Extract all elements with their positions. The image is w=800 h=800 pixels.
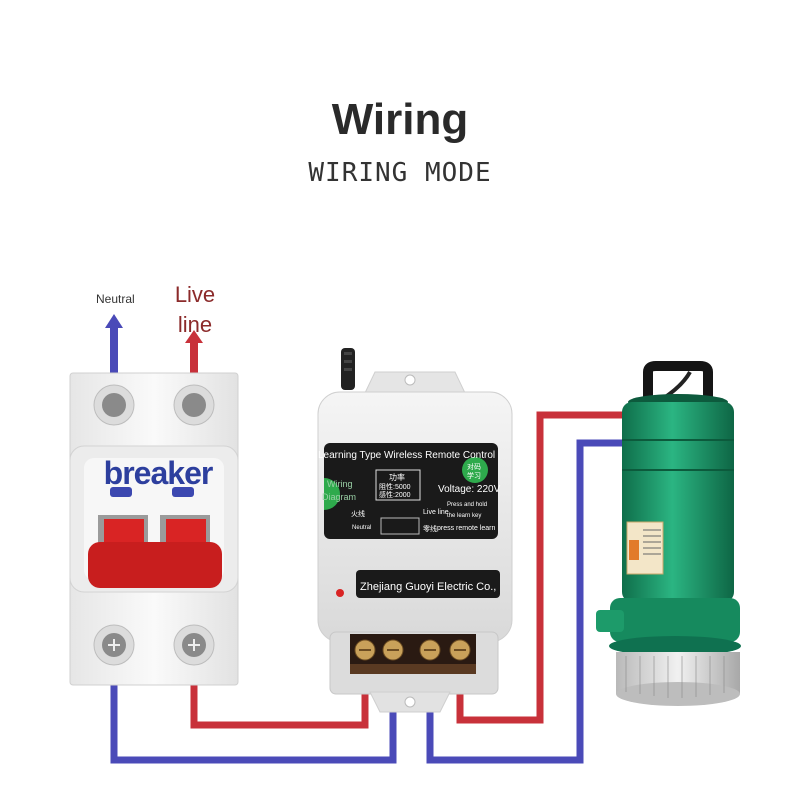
live-line-label-1: Live [174,282,216,307]
wiring-diagram-label-2: Diagram [322,492,357,502]
press-remote-text: press remote learn [437,525,496,532]
live-switch-to-pump-wire [456,411,640,724]
power-resistive: 阻性:5000 [379,484,411,491]
neutral-label: Neutral [96,292,135,306]
wireless-switch-box [317,348,513,713]
fire-wire-text: 火线 [351,511,365,518]
neutral-small-text: Neutral [352,525,372,531]
learn-key-text: the learn key [447,513,482,519]
learn-badge-1: 对码 [467,464,481,471]
wiring-diagram-label-1: Wiring [327,479,353,489]
live-line-label-2: line [177,312,213,337]
press-hold-text: Press and hold [447,502,488,508]
power-inductive: 感性:2000 [379,492,411,499]
circuit-breaker [69,372,239,686]
live-line-small-text: Live line [423,509,449,516]
page-title: Wiring [331,95,469,144]
manufacturer-text: Zhejiang Guoyi Electric Co., Ltd. [360,581,500,593]
neutral-switch-to-pump-wire [426,439,640,764]
breaker-label: breaker [103,455,214,491]
live-line-label: Live line [172,280,218,340]
power-title: 功率 [389,473,405,482]
zero-wire-text: 零线 [423,526,437,533]
learn-badge-2: 学习 [467,473,481,480]
water-pump [596,361,741,706]
voltage-text: Voltage: 220V [438,484,501,495]
switch-header-text: Learning Type Wireless Remote Control Sw… [318,450,498,461]
page-subtitle: WIRING MODE [308,158,492,188]
